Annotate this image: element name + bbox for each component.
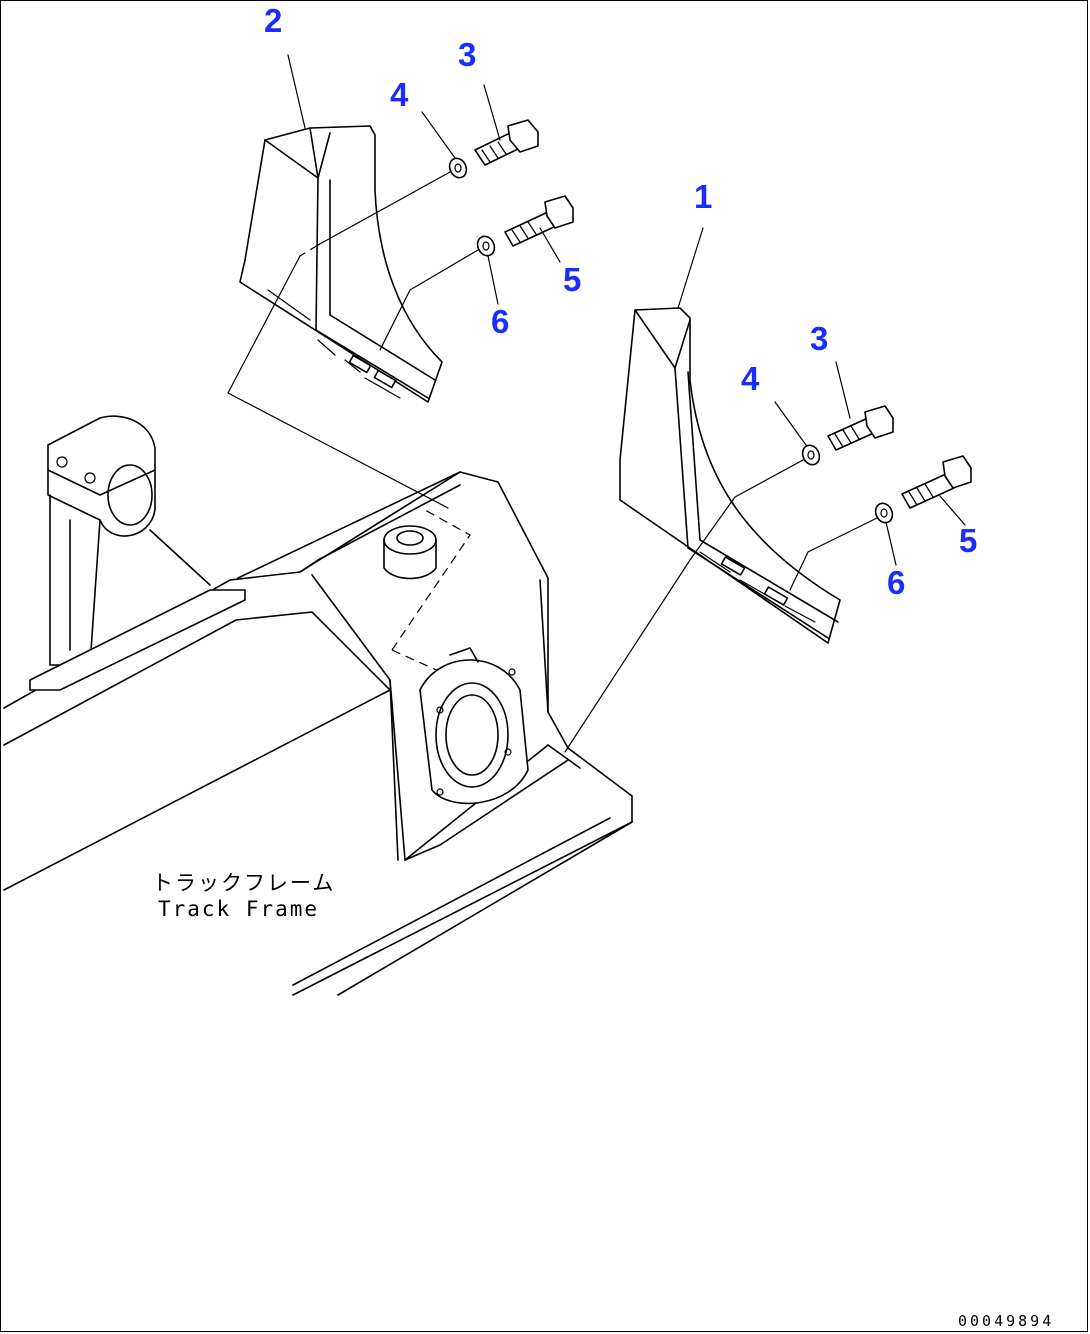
callout-left-guard: 2	[264, 2, 282, 39]
callout-right-guard: 1	[694, 178, 712, 215]
callout-right-bolt-lower: 5	[959, 522, 977, 559]
callout-right-washer-upper: 4	[741, 360, 760, 397]
bolt-left-lower	[504, 195, 574, 247]
drawing-number: 00049894	[958, 1312, 1054, 1330]
frame-end-bracket	[29, 415, 246, 691]
washer-right-upper	[801, 444, 821, 466]
guard-left	[239, 125, 443, 403]
guard-right	[619, 307, 841, 644]
callout-left-bolt-upper: 3	[458, 36, 476, 73]
track-frame	[3, 471, 633, 996]
bolt-right-lower	[901, 455, 972, 509]
callout-left-bolt-lower: 5	[563, 261, 581, 298]
bolt-left-upper	[474, 119, 539, 166]
bore-outer	[435, 682, 509, 788]
washer-left-upper	[448, 157, 468, 179]
frame-label-english: Track Frame	[158, 897, 319, 921]
callout-left-washer-lower: 6	[491, 303, 509, 340]
washer-left-lower	[476, 235, 496, 257]
bolt-right-upper	[827, 405, 894, 451]
callout-left-washer-upper: 4	[390, 76, 409, 113]
callout-right-bolt-upper: 3	[810, 320, 828, 357]
bore-inner	[445, 694, 499, 776]
assembly-lines	[227, 54, 966, 753]
frame-label-japanese: トラックフレーム	[152, 871, 335, 895]
washer-right-lower	[874, 502, 894, 524]
callout-right-washer-lower: 6	[887, 564, 905, 601]
